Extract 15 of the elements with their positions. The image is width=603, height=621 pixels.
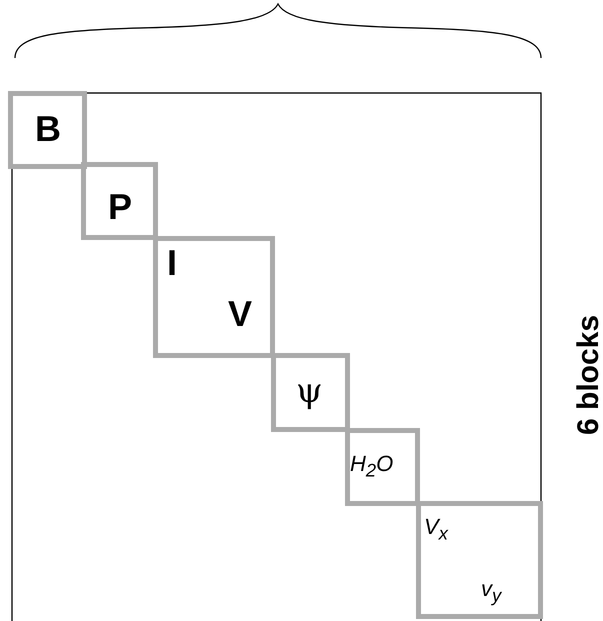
- block-label: H$_{2}$O: [350, 453, 394, 480]
- block-label: V: [228, 296, 252, 332]
- block-label: v$_{y}$: [481, 578, 502, 605]
- matrix-block: [416, 501, 543, 619]
- block-count-label: 6 blocks: [574, 314, 603, 436]
- block-label: ψ: [296, 374, 323, 408]
- matrix-block: [153, 236, 275, 358]
- block-label: V$_{x}$: [424, 516, 448, 543]
- block-label: P: [108, 189, 132, 225]
- matrix-block: [81, 162, 158, 240]
- block-label: I: [167, 245, 178, 281]
- matrix-block: [8, 91, 87, 169]
- matrix-block: [345, 428, 420, 506]
- block-label: B: [35, 111, 61, 147]
- matrix-block: [271, 353, 350, 432]
